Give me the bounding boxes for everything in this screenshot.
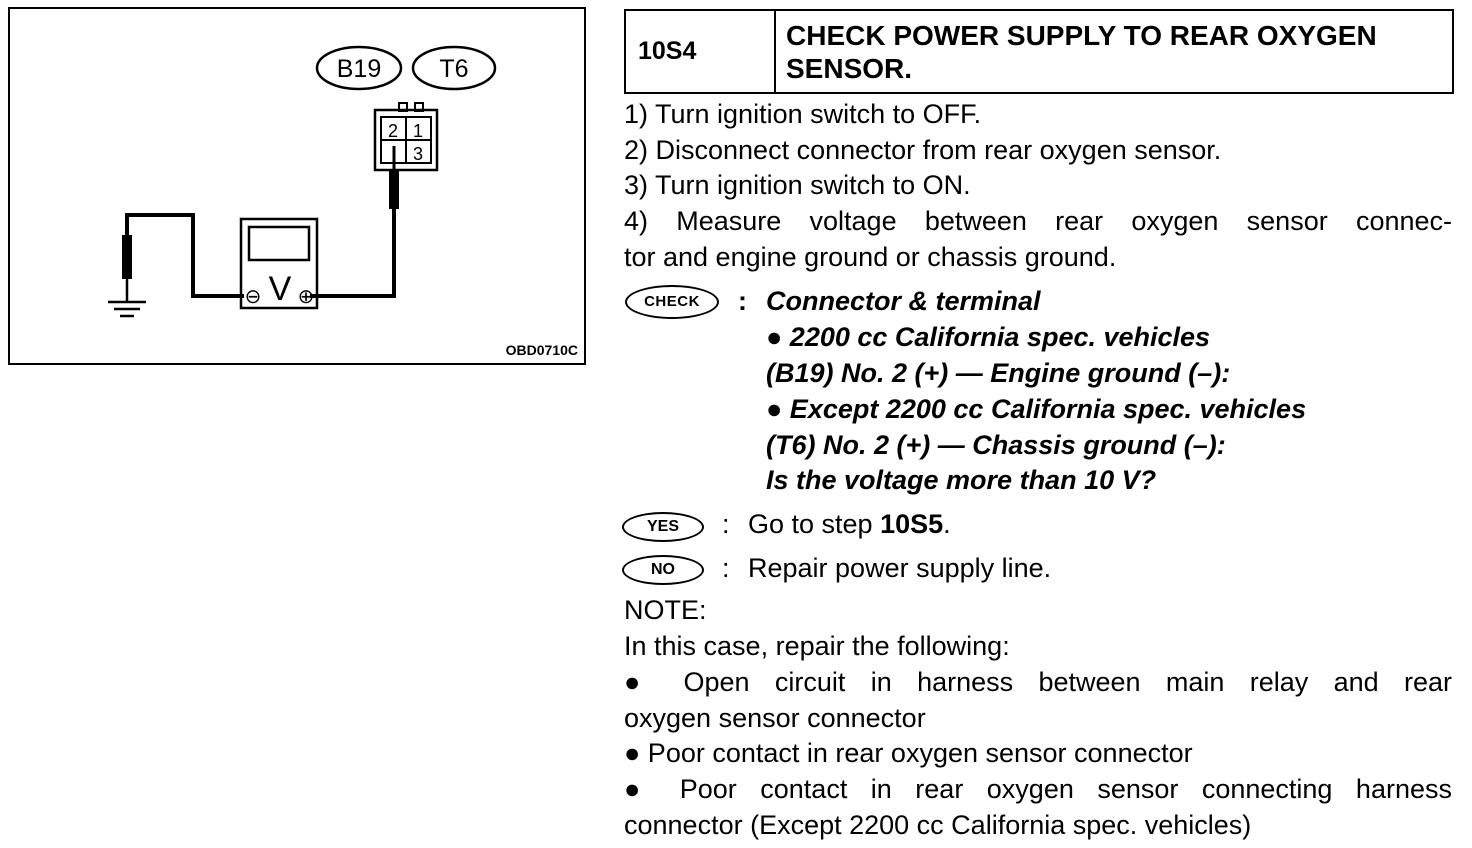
step-title-line-1: CHECK POWER SUPPLY TO REAR OXYGEN <box>786 20 1377 51</box>
positive-terminal-icon: ⊕ <box>298 286 315 308</box>
note-item-1-cont: oxygen sensor connector <box>624 703 926 733</box>
check-question: Is the voltage more than 10 V? <box>766 465 1157 495</box>
connector-tag-b19: B19 <box>337 55 381 83</box>
check-line-5: (T6) No. 2 (+) — Chassis ground (–): <box>766 430 1226 460</box>
note-intro: In this case, repair the following: <box>624 631 1010 661</box>
no-badge: NO <box>622 555 704 585</box>
note-item-3: ● Poor contact in rear oxygen sensor con… <box>624 774 1452 804</box>
connector-tag-b19-oval <box>315 45 403 91</box>
sensor-connector: 2 1 3 <box>373 102 439 172</box>
negative-terminal-icon: ⊖ <box>245 286 262 308</box>
check-badge: CHECK <box>625 285 719 319</box>
check-colon: : <box>738 286 747 316</box>
step-header: 10S4 CHECK POWER SUPPLY TO REAR OXYGEN S… <box>624 9 1454 94</box>
check-line-2: ● 2200 cc California spec. vehicles <box>766 322 1211 352</box>
instruction-4: 4) Measure voltage between rear oxygen s… <box>624 206 1452 236</box>
instruction-1: 1) Turn ignition switch to OFF. <box>624 99 982 129</box>
yes-colon: : <box>722 509 730 539</box>
wiring-diagram: B19 T6 2 1 3 V ⊖ ⊕ <box>8 7 586 365</box>
check-line-1: Connector & terminal <box>766 286 1041 316</box>
no-answer: Repair power supply line. <box>748 553 1052 583</box>
negative-probe <box>122 213 244 301</box>
instruction-3: 3) Turn ignition switch to ON. <box>624 170 971 200</box>
voltmeter: V ⊖ ⊕ <box>239 217 319 310</box>
check-line-3: (B19) No. 2 (+) — Engine ground (–): <box>766 358 1231 388</box>
yes-badge: YES <box>622 512 704 542</box>
check-line-4: ● Except 2200 cc California spec. vehicl… <box>766 394 1307 424</box>
ground-icon <box>108 300 146 318</box>
note-item-3-cont: connector (Except 2200 cc California spe… <box>624 810 1252 840</box>
figure-code: OBD0710C <box>506 342 578 358</box>
step-number: 10S4 <box>626 11 776 92</box>
note-item-1: ● Open circuit in harness between main r… <box>624 667 1452 697</box>
no-colon: : <box>722 553 730 583</box>
pin-3-label: 3 <box>413 144 423 164</box>
positive-probe <box>310 146 399 298</box>
step-title: CHECK POWER SUPPLY TO REAR OXYGEN SENSOR… <box>776 11 1452 92</box>
diagram-drawing: B19 T6 2 1 3 V ⊖ ⊕ <box>108 45 578 358</box>
pin-1-label: 1 <box>413 121 423 141</box>
instruction-4-cont: tor and engine ground or chassis ground. <box>624 242 1117 272</box>
yes-answer-end: . <box>943 509 951 539</box>
yes-answer: Go to step 10S5. <box>748 506 951 542</box>
step-title-line-2: SENSOR. <box>786 53 913 84</box>
connector-tag-t6-oval <box>411 45 497 91</box>
instruction-2: 2) Disconnect connector from rear oxygen… <box>624 135 1222 165</box>
yes-answer-text: Go to step <box>748 509 881 539</box>
connector-tag-t6: T6 <box>439 55 468 83</box>
note-heading: NOTE: <box>624 595 707 625</box>
voltmeter-symbol: V <box>269 270 292 308</box>
yes-step-link: 10S5 <box>880 509 944 539</box>
pin-2-label: 2 <box>388 121 398 141</box>
note-item-2: ● Poor contact in rear oxygen sensor con… <box>624 738 1193 768</box>
